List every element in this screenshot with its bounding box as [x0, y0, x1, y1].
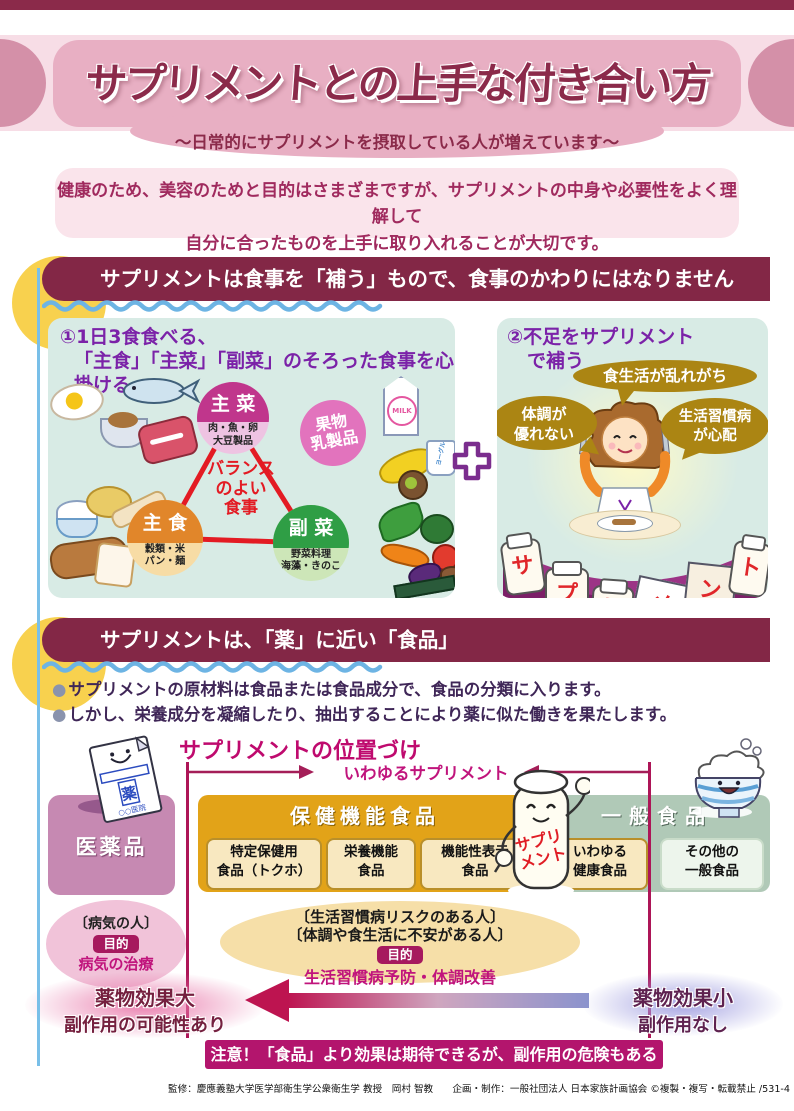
milk-label: MILK	[387, 396, 417, 426]
bubble-tail	[613, 386, 635, 408]
sick-who: 〔病気の人〕	[74, 916, 158, 932]
side-dish-circle: 副 菜 野菜料理 海藻・きのこ	[273, 505, 349, 581]
center-who-1: 〔生活習慣病リスクのある人〕	[294, 908, 505, 926]
panel2-title-line1: ②不足をサプリメント	[507, 326, 695, 348]
center-who-2: 〔体調や食生活に不安がある人〕	[287, 926, 513, 944]
supplement-bottle-character: サプリ メント	[493, 769, 590, 890]
right-effect-text: 薬物効果小 副作用なし	[633, 986, 733, 1036]
right-glow	[583, 972, 783, 1036]
poster-title: サプリメントとの上手な付き合い方	[83, 59, 711, 108]
left-glow	[25, 972, 265, 1038]
section2-band: サプリメントは、「薬」に近い「食品」	[42, 618, 770, 662]
sick-purpose-badge: 目的	[93, 935, 139, 954]
intro-text: 健康のため、美容のためと目的はさまざまですが、サプリメントの中身や必要性をよく理…	[55, 178, 739, 257]
side-dish-sub2: 海藻・きのこ	[281, 561, 341, 573]
supplement-jar: ト	[727, 539, 768, 598]
supplement-jar: リ	[589, 584, 635, 598]
poster-subtitle: 〜日常的にサプリメントを摂取している人が増えています〜	[174, 133, 620, 152]
pumpkin-illustration	[420, 514, 454, 544]
effect-gradient-arrow	[245, 979, 589, 1022]
general-food-header: 一般食品	[601, 804, 713, 828]
staple-circle: 主 食 穀類・米 パン・麺	[127, 500, 203, 576]
intro-line-1: 健康のため、美容のためと目的はさまざまですが、サプリメントの中身や必要性をよく理…	[57, 181, 737, 228]
bullet-1: ●サプリメントの原材料は食品または食品成分で、食品の分類に入ります。	[52, 680, 611, 699]
bullet-2: ●しかし、栄養成分を凝縮したり、抽出することにより薬に似た働きを果たします。	[52, 705, 677, 724]
functional-claims-box: 機能性表示 食品	[420, 838, 530, 890]
bag-kanji: 薬	[119, 783, 138, 804]
yogurt-label: ヨーグルト	[435, 440, 449, 467]
range-label: いわゆるサプリメント	[343, 764, 509, 783]
section2-heading: サプリメントは、「薬」に近い「食品」	[100, 628, 459, 652]
rice-bowl-character	[694, 738, 765, 818]
top-accent-bar	[0, 0, 794, 10]
center-purpose-badge: 目的	[377, 946, 423, 965]
supplement-jar: プ	[545, 561, 589, 598]
credit-line: 監修：慶應義塾大学医学部衛生学公衆衛生学 教授 岡村 智教 企画・制作：一般社団…	[168, 1084, 790, 1095]
worry-bubble-diet: 食生活が乱れがち	[573, 360, 757, 392]
diagram-title: サプリメントの位置づけ	[178, 739, 421, 764]
balance-label: バランス のよい 食事	[207, 459, 275, 519]
side-dish-sub1: 野菜料理	[291, 548, 331, 560]
medicine-bag-illustration: 薬 ○○医院	[88, 735, 163, 823]
worry-bubble-lifestyle-disease: 生活習慣病 が心配	[661, 398, 768, 454]
staple-sub1: 穀類・米	[145, 543, 185, 555]
kiwi-illustration	[398, 470, 428, 500]
panel2-title-line2: で補う	[527, 350, 585, 372]
sick-purpose: 病気の治療	[78, 955, 154, 974]
milk-carton-illustration: MILK	[383, 376, 419, 436]
left-rule-line	[37, 268, 40, 1066]
plus-icon	[452, 441, 492, 481]
section1-heading: サプリメントは食事を「補う」もので、食事のかわりにはなりません	[100, 267, 735, 291]
panel1-title-line1: ①1日3食食べる、	[60, 326, 217, 348]
wavy-underline-1	[42, 300, 383, 312]
main-dish-sub1: 肉・魚・卵	[208, 423, 258, 435]
main-dish-circle: 主 菜 肉・魚・卵 大豆製品	[197, 382, 269, 454]
side-dish-label: 副 菜	[273, 505, 349, 548]
balanced-meal-panel: ①1日3食食べる、 「主食」「主菜」「副菜」のそろった食事を心掛ける MILK …	[48, 318, 455, 598]
other-general-food-box: その他の 一般食品	[660, 838, 764, 890]
boundary-line-left	[186, 762, 189, 1038]
staple-sub2: パン・麺	[144, 556, 186, 568]
fish-illustration	[123, 378, 201, 404]
subtitle-ellipse	[130, 104, 664, 158]
boundary-line-right	[648, 762, 651, 1038]
balance-triangle	[162, 414, 314, 546]
yogurt-illustration: ヨーグルト	[426, 440, 455, 476]
section1-band: サプリメントは食事を「補う」もので、食事のかわりにはなりません	[42, 257, 770, 301]
wavy-underline-2	[42, 661, 383, 673]
worry-bubble-condition: 体調が 優れない	[497, 396, 597, 450]
supplement-jar: サ	[499, 537, 547, 597]
main-dish-sub2: 大豆製品	[213, 435, 253, 447]
caution-band: 注意！「食品」より効果は期待できるが、副作用の危険もある	[205, 1040, 663, 1069]
center-purpose: 生活習慣病予防・体調改善	[303, 968, 496, 988]
medicine-label: 医薬品	[75, 835, 148, 859]
intro-line-2: 自分に合ったものを上手に取り入れることが大切です。	[185, 233, 609, 254]
nutrition-function-box: 栄養機能 食品	[326, 838, 416, 890]
bottle-shadow	[508, 884, 574, 897]
tokuho-box: 特定保健用 食品（トクホ）	[206, 838, 322, 890]
supplement-panel: ②不足をサプリメント で補う 食生活が乱れがち 体調が 優れない 生活習慣病 が…	[497, 318, 768, 598]
lifestyle-risk-oval: 〔生活習慣病リスクのある人〕 〔体調や食生活に不安がある人〕 目的 生活習慣病予…	[220, 901, 580, 987]
range-arrow	[189, 765, 651, 779]
health-function-header: 保健機能食品	[290, 804, 440, 828]
plate-illustration	[597, 515, 653, 532]
left-effect-text: 薬物効果大 副作用の可能性あり	[64, 986, 226, 1036]
rice-illustration	[56, 500, 98, 538]
intro-box	[55, 168, 739, 238]
